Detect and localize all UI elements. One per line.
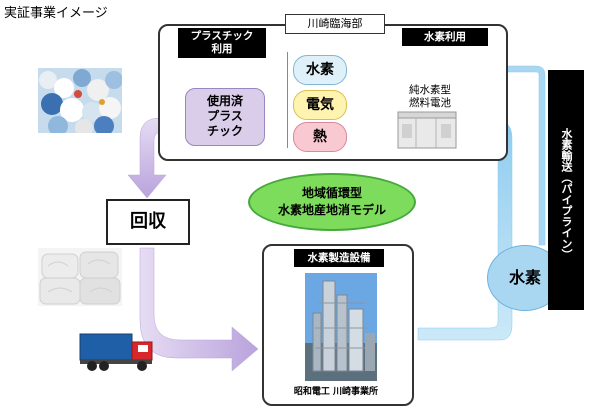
pipeline-label: 水素輸送 （パイプライン）: [548, 70, 584, 310]
facility-plant-photo: [305, 273, 377, 381]
used-plastic-box: 使用済 プラス チック: [185, 88, 265, 146]
kawasaki-header: 川崎臨海部: [285, 14, 385, 34]
facility-caption: 昭和電工 川崎事業所: [293, 387, 379, 397]
plastic-bales-photo: [38, 248, 122, 306]
output-hydrogen: 水素: [293, 55, 347, 85]
plastic-usage-label: プラスチック 利用: [178, 28, 266, 58]
plastic-waste-photo: [38, 68, 122, 133]
output-heat: 熱: [293, 122, 347, 152]
hydrogen-use-label: 水素利用: [402, 28, 488, 46]
truck-icon: [78, 330, 158, 372]
collection-box: 回収: [106, 199, 190, 245]
page-title: 実証事業イメージ: [4, 6, 108, 21]
hydrogen-facility-header: 水素製造設備: [294, 249, 384, 267]
output-electricity: 電気: [293, 90, 347, 120]
model-ellipse: 地域循環型 水素地産地消モデル: [248, 173, 416, 231]
arrow-collection-to-facility: [139, 247, 259, 372]
box-divider: [287, 52, 288, 148]
fuel-cell-label: 純水素型 燃料電池: [409, 84, 451, 109]
fuel-cell-unit-icon: [396, 110, 458, 150]
